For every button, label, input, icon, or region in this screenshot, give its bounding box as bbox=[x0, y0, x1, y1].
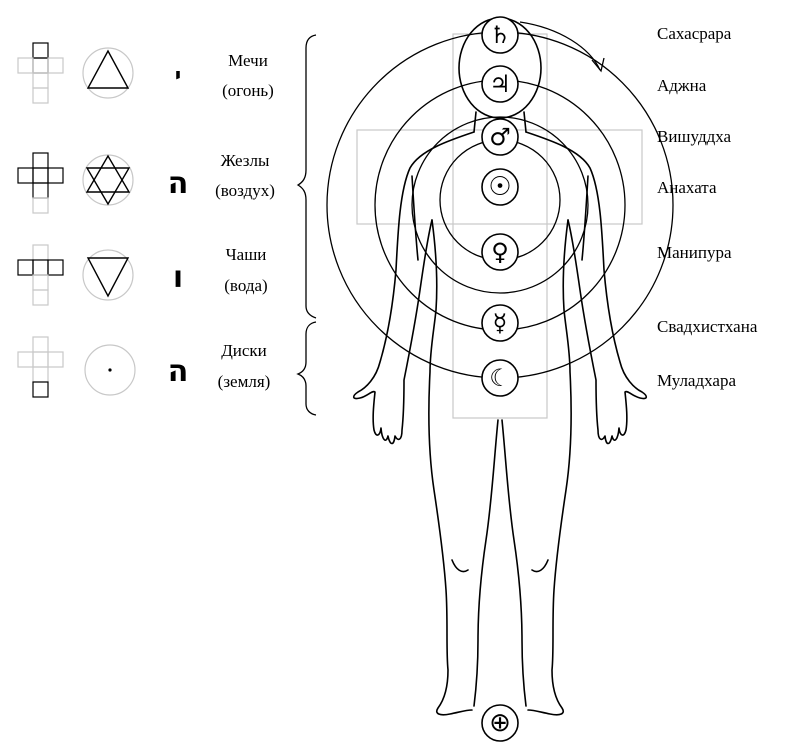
element-row-disks: ה Диски (земля) bbox=[18, 337, 270, 397]
chakra-label-anahata: Анахата bbox=[657, 178, 717, 197]
hexagram-icon bbox=[87, 156, 129, 204]
element-circle bbox=[83, 48, 133, 98]
mercury-icon: ☿ bbox=[493, 309, 508, 337]
mars-icon: ♂ bbox=[489, 123, 511, 151]
bracket-lower bbox=[298, 322, 316, 415]
cross-icon bbox=[18, 43, 63, 103]
chakra-ajna: ♃ bbox=[482, 66, 518, 102]
bracket-upper bbox=[298, 35, 316, 318]
chakra-svadhisthana: ☿ bbox=[482, 305, 518, 341]
element-circle bbox=[83, 155, 133, 205]
chakra-muladhara: ☾ bbox=[482, 360, 518, 396]
earth-point-icon bbox=[108, 368, 111, 371]
fire-triangle-icon bbox=[88, 51, 128, 88]
chakra-label-muladhara: Муладхара bbox=[657, 371, 736, 390]
cross-icon bbox=[18, 245, 63, 305]
chakra-labels: Сахасрара Аджна Вишуддха Анахата Манипур… bbox=[657, 24, 758, 390]
knee-right bbox=[532, 560, 548, 572]
neck-right bbox=[524, 112, 526, 132]
element-subtitle: (вода) bbox=[224, 276, 267, 295]
chakra-label-ajna: Аджна bbox=[657, 76, 707, 95]
element-title: Жезлы bbox=[221, 151, 270, 170]
element-title: Чаши bbox=[226, 245, 267, 264]
knee-left bbox=[452, 560, 468, 572]
chakra-sahasrara: ♄ bbox=[482, 17, 518, 53]
element-subtitle: (земля) bbox=[218, 372, 271, 391]
chakra-manipura: ♀ bbox=[482, 234, 518, 270]
jupiter-icon: ♃ bbox=[489, 70, 511, 98]
hebrew-letter: י bbox=[175, 64, 181, 89]
chakra-vishuddha: ♂ bbox=[482, 119, 518, 155]
chakra-label-manipura: Манипура bbox=[657, 243, 732, 262]
chakra-label-vishuddha: Вишуддха bbox=[657, 127, 732, 146]
cross-icon bbox=[18, 337, 63, 397]
water-triangle-icon bbox=[88, 258, 128, 296]
element-subtitle: (огонь) bbox=[222, 81, 274, 100]
spiral-arrow-arc bbox=[520, 22, 600, 70]
sun-icon: ☉ bbox=[488, 172, 511, 202]
element-row-cups: ו Чаши (вода) bbox=[18, 245, 268, 305]
body-right-outer bbox=[526, 132, 646, 444]
brackets bbox=[298, 35, 316, 415]
chakra-anahata: ☉ bbox=[482, 169, 518, 205]
leg-right-inner bbox=[502, 420, 526, 706]
hebrew-letter: ה bbox=[168, 354, 189, 389]
torso-right bbox=[528, 220, 571, 715]
moon-icon: ☾ bbox=[489, 364, 511, 392]
hebrew-letter: ו bbox=[173, 260, 183, 295]
torso-left bbox=[429, 220, 472, 715]
chakra-label-svadhisthana: Свадхистхана bbox=[657, 317, 758, 336]
earth-icon: ⊕ bbox=[489, 708, 511, 738]
element-subtitle: (воздух) bbox=[215, 181, 275, 200]
chakra-symbols: ♄ ♃ ♂ ☉ ♀ ☿ ☾ ⊕ bbox=[482, 17, 518, 741]
element-row-wands: ה Жезлы (воздух) bbox=[18, 151, 275, 213]
element-row-swords: י Мечи (огонь) bbox=[18, 43, 274, 103]
leg-left-inner bbox=[474, 420, 498, 706]
body-left-outer bbox=[354, 132, 474, 444]
hebrew-letter: ה bbox=[168, 166, 189, 201]
neck-left bbox=[474, 112, 476, 132]
earth-symbol: ⊕ bbox=[482, 705, 518, 741]
saturn-icon: ♄ bbox=[489, 21, 511, 49]
chakra-label-sahasrara: Сахасрара bbox=[657, 24, 732, 43]
venus-icon: ♀ bbox=[491, 238, 509, 266]
element-title: Мечи bbox=[228, 51, 268, 70]
element-title: Диски bbox=[221, 341, 267, 360]
cross-icon bbox=[18, 153, 63, 213]
